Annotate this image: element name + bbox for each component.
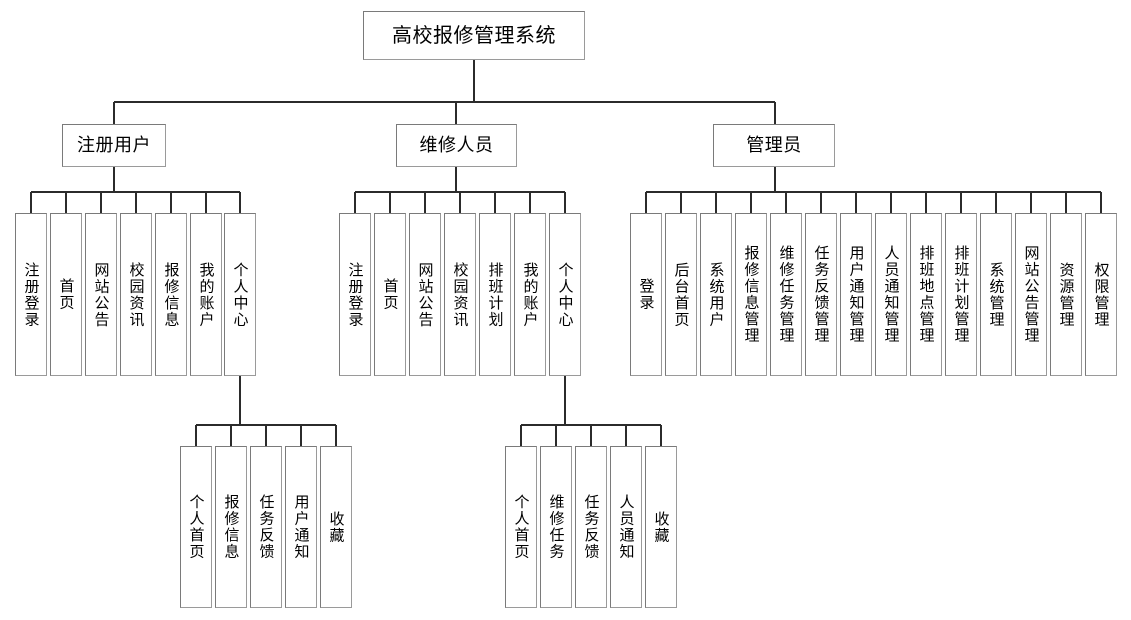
leaf-admin-0-label: 登录 (637, 278, 656, 311)
leaf-admin-1[interactable]: 后台首页 (665, 213, 697, 376)
subleaf-user-4-label: 收藏 (327, 510, 346, 544)
leaf-user-5-label: 我的账户 (197, 261, 216, 328)
subleaf-staff-4[interactable]: 收藏 (645, 446, 677, 608)
leaf-admin-12-label: 资源管理 (1057, 261, 1076, 328)
leaf-admin-3[interactable]: 报修信息管理 (735, 213, 767, 376)
leaf-user-3-label: 校园资讯 (127, 261, 146, 328)
node-administrator-label: 管理员 (746, 134, 802, 156)
leaf-admin-6[interactable]: 用户通知管理 (840, 213, 872, 376)
subleaf-staff-3-label: 人员通知 (617, 494, 636, 560)
subleaf-staff-4-label: 收藏 (652, 510, 671, 544)
leaf-staff-4[interactable]: 排班计划 (479, 213, 511, 376)
leaf-user-4[interactable]: 报修信息 (155, 213, 187, 376)
subleaf-staff-0[interactable]: 个人首页 (505, 446, 537, 608)
leaf-admin-4[interactable]: 维修任务管理 (770, 213, 802, 376)
node-maintenance-staff-label: 维修人员 (419, 134, 494, 156)
leaf-staff-2-label: 网站公告 (416, 261, 435, 328)
leaf-admin-0[interactable]: 登录 (630, 213, 662, 376)
subleaf-staff-2-label: 任务反馈 (582, 494, 601, 560)
leaf-user-1-label: 首页 (57, 278, 76, 311)
subleaf-user-2[interactable]: 任务反馈 (250, 446, 282, 608)
leaf-admin-5-label: 任务反馈管理 (812, 245, 831, 344)
leaf-admin-13-label: 权限管理 (1092, 261, 1111, 328)
leaf-staff-5-label: 我的账户 (521, 261, 540, 328)
leaf-staff-1-label: 首页 (381, 278, 400, 311)
subleaf-staff-2[interactable]: 任务反馈 (575, 446, 607, 608)
leaf-user-5[interactable]: 我的账户 (190, 213, 222, 376)
leaf-admin-2-label: 系统用户 (707, 261, 726, 328)
leaf-admin-9-label: 排班计划管理 (952, 245, 971, 344)
leaf-staff-1[interactable]: 首页 (374, 213, 406, 376)
leaf-admin-7[interactable]: 人员通知管理 (875, 213, 907, 376)
leaf-user-2[interactable]: 网站公告 (85, 213, 117, 376)
leaf-admin-2[interactable]: 系统用户 (700, 213, 732, 376)
subleaf-staff-1[interactable]: 维修任务 (540, 446, 572, 608)
subleaf-user-3[interactable]: 用户通知 (285, 446, 317, 608)
leaf-admin-12[interactable]: 资源管理 (1050, 213, 1082, 376)
leaf-user-4-label: 报修信息 (162, 261, 181, 328)
leaf-staff-3-label: 校园资讯 (451, 261, 470, 328)
subleaf-user-1-label: 报修信息 (222, 494, 241, 560)
subleaf-user-0[interactable]: 个人首页 (180, 446, 212, 608)
leaf-staff-2[interactable]: 网站公告 (409, 213, 441, 376)
leaf-staff-0-label: 注册登录 (346, 261, 365, 328)
subleaf-staff-3[interactable]: 人员通知 (610, 446, 642, 608)
leaf-admin-4-label: 维修任务管理 (777, 245, 796, 344)
subleaf-staff-1-label: 维修任务 (547, 494, 566, 560)
leaf-admin-1-label: 后台首页 (672, 261, 691, 328)
node-root-label: 高校报修管理系统 (392, 22, 556, 47)
node-registered-user[interactable]: 注册用户 (62, 124, 166, 167)
leaf-user-0[interactable]: 注册登录 (15, 213, 47, 376)
leaf-staff-5[interactable]: 我的账户 (514, 213, 546, 376)
node-registered-user-label: 注册用户 (77, 134, 151, 156)
subleaf-user-3-label: 用户通知 (292, 494, 311, 560)
subleaf-user-4[interactable]: 收藏 (320, 446, 352, 608)
leaf-admin-7-label: 人员通知管理 (882, 245, 901, 344)
leaf-staff-4-label: 排班计划 (486, 261, 505, 328)
leaf-admin-3-label: 报修信息管理 (742, 245, 761, 344)
leaf-admin-5[interactable]: 任务反馈管理 (805, 213, 837, 376)
leaf-admin-11[interactable]: 网站公告管理 (1015, 213, 1047, 376)
leaf-user-3[interactable]: 校园资讯 (120, 213, 152, 376)
leaf-staff-6-label: 个人中心 (556, 261, 575, 328)
leaf-admin-10-label: 系统管理 (987, 261, 1006, 328)
leaf-admin-9[interactable]: 排班计划管理 (945, 213, 977, 376)
leaf-admin-13[interactable]: 权限管理 (1085, 213, 1117, 376)
leaf-user-2-label: 网站公告 (92, 261, 111, 328)
subleaf-staff-0-label: 个人首页 (512, 494, 531, 560)
leaf-staff-6[interactable]: 个人中心 (549, 213, 581, 376)
leaf-admin-8[interactable]: 排班地点管理 (910, 213, 942, 376)
node-administrator[interactable]: 管理员 (713, 124, 835, 167)
node-root[interactable]: 高校报修管理系统 (363, 11, 585, 60)
leaf-admin-6-label: 用户通知管理 (847, 245, 866, 344)
leaf-staff-3[interactable]: 校园资讯 (444, 213, 476, 376)
leaf-user-6[interactable]: 个人中心 (224, 213, 256, 376)
subleaf-user-1[interactable]: 报修信息 (215, 446, 247, 608)
leaf-user-6-label: 个人中心 (231, 261, 250, 328)
leaf-admin-8-label: 排班地点管理 (917, 245, 936, 344)
leaf-user-1[interactable]: 首页 (50, 213, 82, 376)
subleaf-user-0-label: 个人首页 (187, 494, 206, 560)
subleaf-user-2-label: 任务反馈 (257, 494, 276, 560)
node-maintenance-staff[interactable]: 维修人员 (396, 124, 517, 167)
leaf-admin-11-label: 网站公告管理 (1022, 245, 1041, 344)
leaf-staff-0[interactable]: 注册登录 (339, 213, 371, 376)
leaf-user-0-label: 注册登录 (22, 261, 41, 328)
leaf-admin-10[interactable]: 系统管理 (980, 213, 1012, 376)
